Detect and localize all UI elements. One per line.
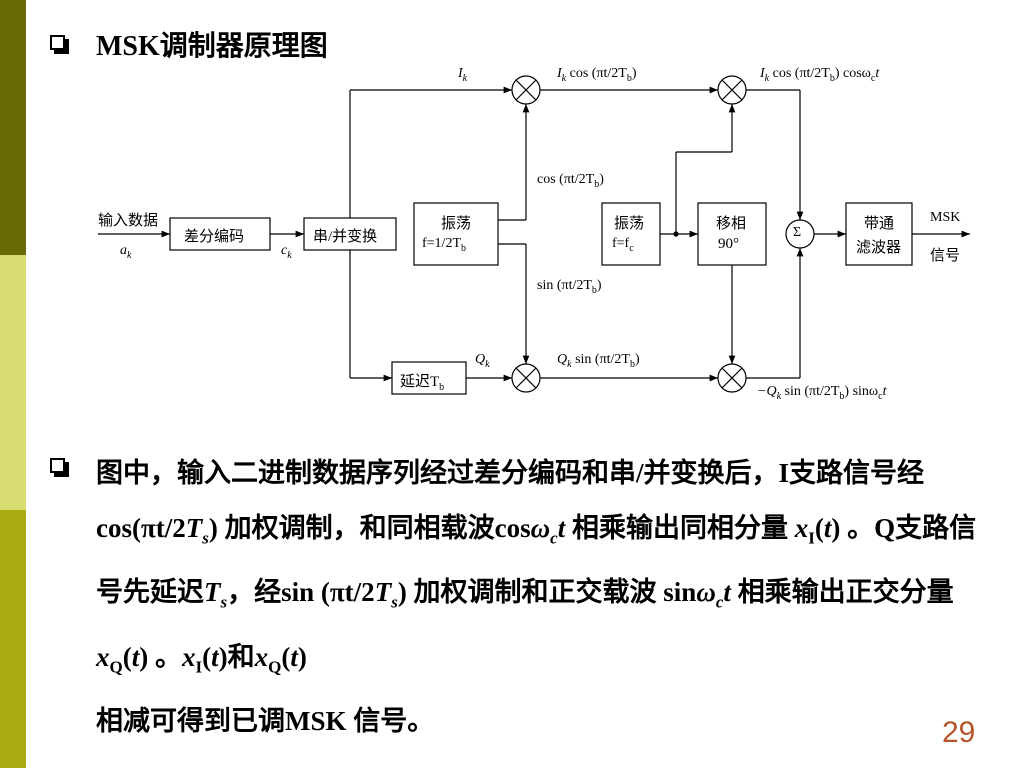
mixer-q-2 bbox=[717, 363, 747, 393]
title-bullet-icon bbox=[50, 35, 70, 55]
phase-shift-block bbox=[697, 202, 767, 266]
mixer-q-1 bbox=[511, 363, 541, 393]
bandpass-filter-block bbox=[845, 202, 913, 266]
sidebar-stripe-bottom bbox=[0, 510, 26, 768]
phase-line2: 90° bbox=[718, 236, 739, 252]
oscillator-1-block bbox=[413, 202, 499, 266]
msk-out-label: MSK bbox=[930, 210, 961, 225]
signal-out-label: 信号 bbox=[930, 248, 961, 264]
sum-symbol: Σ bbox=[793, 225, 802, 240]
osc2-line2: f=fc bbox=[612, 236, 634, 254]
summer bbox=[785, 219, 815, 249]
mixer-i-2 bbox=[717, 75, 747, 105]
page-number: 29 bbox=[942, 716, 976, 749]
sidebar-stripe-top bbox=[0, 0, 26, 255]
serial-parallel-block bbox=[303, 217, 397, 251]
mixer-i-1 bbox=[511, 75, 541, 105]
sin-osc-label: sin (πt/2Tb) bbox=[537, 278, 602, 296]
c-label: ck bbox=[281, 243, 292, 261]
q-branch-1-label: Qk sin (πt/2Tb) bbox=[557, 352, 640, 370]
paragraph-bullet-icon bbox=[50, 458, 70, 478]
q-branch-2-label: −Qk sin (πt/2Tb) sinωct bbox=[757, 384, 887, 402]
phase-line1: 移相 bbox=[716, 216, 747, 232]
ik-label: Ik bbox=[458, 66, 468, 84]
description-paragraph: 图中，输入二进制数据序列经过差分编码和串/并变换后，I支路信号经 cos(πt/… bbox=[96, 458, 977, 737]
sidebar-stripe-middle bbox=[0, 255, 26, 510]
osc2-line1: 振荡 bbox=[614, 216, 645, 232]
osc1-line2: f=1/2Tb bbox=[422, 236, 466, 254]
cos-osc-label: cos (πt/2Tb) bbox=[537, 172, 604, 190]
bandpass-line1: 带通 bbox=[864, 216, 895, 232]
a-label: ak bbox=[120, 243, 132, 261]
serial-parallel-label: 串/并变换 bbox=[313, 229, 378, 245]
i-branch-1-label: Ik cos (πt/2Tb) bbox=[557, 66, 637, 84]
input-data-label: 输入数据 bbox=[98, 213, 159, 229]
delay-block bbox=[391, 361, 467, 395]
osc1-line1: 振荡 bbox=[441, 216, 472, 232]
diff-encode-block bbox=[169, 217, 271, 251]
diff-encode-label: 差分编码 bbox=[184, 229, 245, 245]
bandpass-line2: 滤波器 bbox=[856, 240, 902, 256]
i-branch-2-label: Ik cos (πt/2Tb) cosωct bbox=[760, 66, 880, 84]
delay-label: 延迟Tb bbox=[400, 374, 445, 393]
oscillator-2-block bbox=[601, 202, 661, 266]
sidebar-decoration bbox=[0, 0, 26, 768]
slide-title: MSK调制器原理图 bbox=[96, 31, 328, 62]
qk-label: Qk bbox=[475, 352, 490, 370]
